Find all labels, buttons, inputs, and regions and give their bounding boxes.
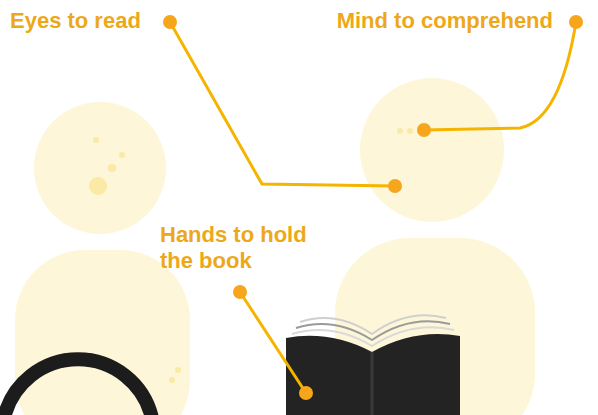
callout-label: Eyes to read [10, 8, 160, 34]
leader-dots [163, 15, 583, 400]
leader-lines [170, 22, 576, 393]
callout-label: Mind to comprehend [303, 8, 553, 34]
wheel-arc [4, 359, 152, 415]
callout-label: Hands to hold the book [160, 222, 320, 274]
book [286, 315, 460, 415]
